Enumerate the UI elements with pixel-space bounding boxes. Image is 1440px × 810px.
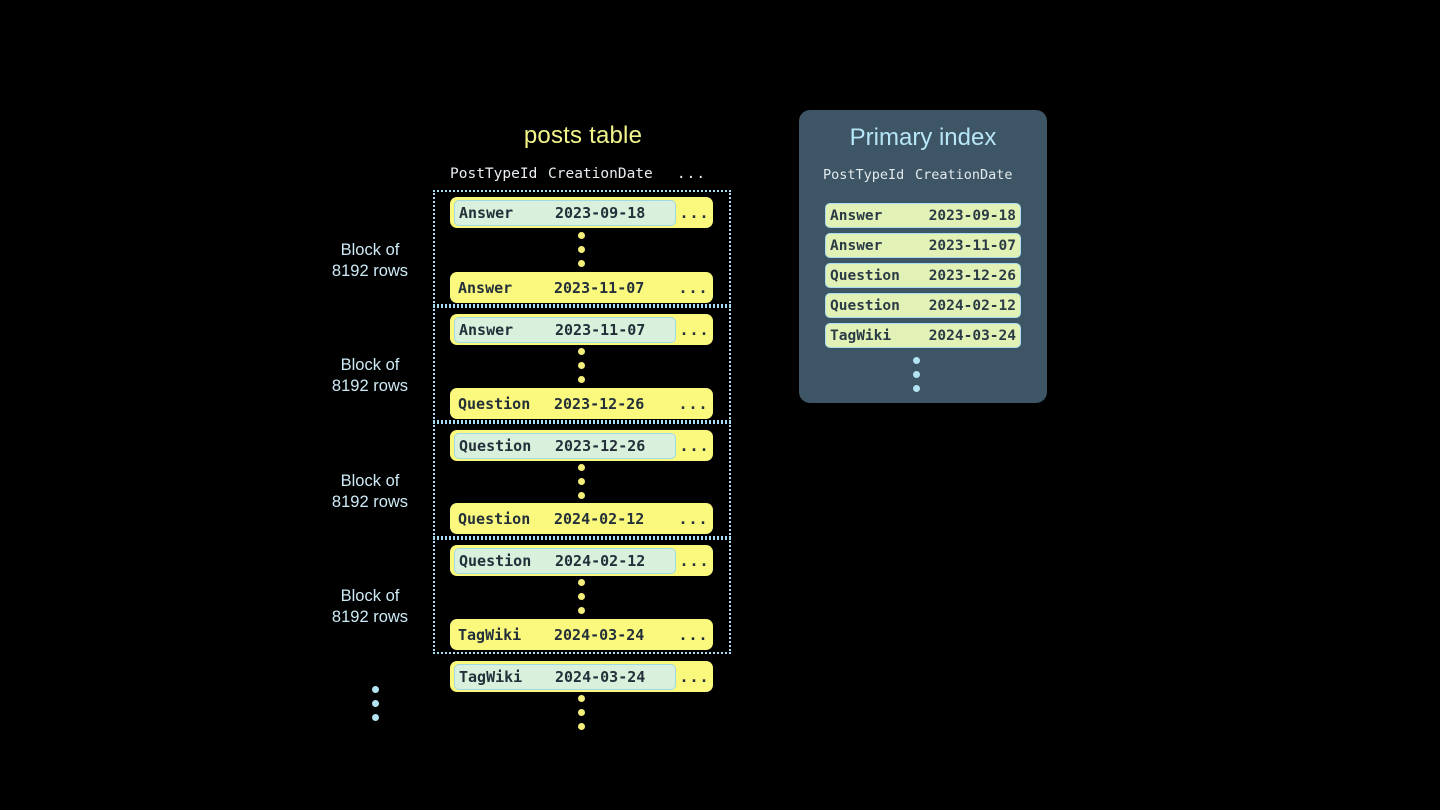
table-row: Question 2023-12-26 ...	[450, 430, 713, 461]
primary-index-title: Primary index	[849, 124, 997, 151]
table-row: Answer 2023-11-07 ...	[450, 314, 713, 345]
row-ellipsis-dots	[578, 579, 585, 614]
table-ellipsis-dots	[578, 695, 585, 730]
cell-post-type-id: Answer	[459, 203, 514, 222]
table-row-trailing: TagWiki 2024-03-24 ...	[450, 661, 713, 692]
block-1	[433, 190, 731, 306]
cell-creation-date: 2023-11-07	[555, 320, 646, 339]
cell-creation-date: 2023-11-07	[554, 278, 645, 297]
index-row: Answer 2023-09-18	[825, 203, 1021, 228]
table-row: Answer 2023-11-07 ...	[450, 272, 713, 303]
posts-table-column-headers: PostTypeId CreationDate ...	[450, 166, 715, 182]
cell-post-type-id: TagWiki	[458, 625, 522, 644]
block-label-4-line1: Block of	[340, 587, 400, 605]
primary-index-column-headers: PostTypeId CreationDate	[823, 167, 1028, 183]
cell-more: ...	[678, 509, 709, 528]
index-cell-creation-date: 2023-09-18	[928, 207, 1016, 224]
cell-post-type-id: TagWiki	[459, 667, 523, 686]
index-cell-creation-date: 2023-12-26	[928, 267, 1016, 284]
index-cell-post-type-id: Answer	[830, 207, 883, 224]
primary-index-panel: Primary index PostTypeId CreationDate An…	[799, 110, 1047, 403]
row-highlight-box: Question 2024-02-12	[454, 547, 676, 574]
index-cell-creation-date: 2023-11-07	[928, 237, 1016, 254]
cell-creation-date: 2023-12-26	[554, 394, 645, 413]
index-row: Question 2024-02-12	[825, 293, 1021, 318]
row-ellipsis-dots	[578, 464, 585, 499]
cell-more: ...	[679, 667, 710, 686]
block-label-2: Block of 8192 rows	[310, 355, 430, 397]
row-ellipsis-dots	[578, 232, 585, 267]
cell-post-type-id: Answer	[459, 320, 514, 339]
block-ellipsis-dots	[372, 686, 379, 721]
table-row: TagWiki 2024-03-24 ...	[450, 619, 713, 650]
index-column-header-creation-date: CreationDate	[915, 167, 1013, 183]
column-header-creation-date: CreationDate	[548, 166, 653, 182]
block-label-3-line2: 8192 rows	[331, 493, 409, 511]
cell-post-type-id: Question	[459, 436, 532, 455]
row-highlight-box: Question 2023-12-26	[454, 432, 676, 459]
primary-index-rows: Answer 2023-09-18 Answer 2023-11-07 Ques…	[825, 203, 1021, 348]
cell-post-type-id: Answer	[458, 278, 513, 297]
cell-creation-date: 2024-02-12	[554, 509, 645, 528]
cell-creation-date: 2024-03-24	[554, 625, 645, 644]
index-column-header-post-type-id: PostTypeId	[823, 167, 905, 183]
cell-more: ...	[679, 436, 710, 455]
cell-creation-date: 2023-12-26	[555, 436, 646, 455]
row-ellipsis-dots	[578, 348, 585, 383]
index-cell-post-type-id: Question	[830, 267, 900, 284]
cell-creation-date: 2024-02-12	[555, 551, 646, 570]
index-cell-creation-date: 2024-03-24	[928, 327, 1016, 344]
block-label-4: Block of 8192 rows	[310, 586, 430, 628]
block-label-4-line2: 8192 rows	[331, 608, 409, 626]
row-highlight-box: Answer 2023-11-07	[454, 316, 676, 343]
table-row: Question 2023-12-26 ...	[450, 388, 713, 419]
cell-more: ...	[678, 278, 709, 297]
index-row: Answer 2023-11-07	[825, 233, 1021, 258]
block-2	[433, 306, 731, 422]
index-ellipsis-dots	[913, 357, 920, 392]
cell-more: ...	[679, 320, 710, 339]
column-header-more: ...	[676, 166, 707, 182]
block-label-2-line1: Block of	[340, 356, 400, 374]
block-3	[433, 422, 731, 538]
block-label-1: Block of 8192 rows	[310, 240, 430, 282]
table-row: Answer 2023-09-18 ...	[450, 197, 713, 228]
block-label-3-line1: Block of	[340, 472, 400, 490]
row-cells: Question 2024-02-12	[454, 506, 674, 532]
page-title: posts table	[523, 122, 643, 149]
column-header-post-type-id: PostTypeId	[450, 166, 538, 182]
index-row: Question 2023-12-26	[825, 263, 1021, 288]
table-row: Question 2024-02-12 ...	[450, 545, 713, 576]
cell-more: ...	[679, 551, 710, 570]
table-row: Question 2024-02-12 ...	[450, 503, 713, 534]
cell-more: ...	[679, 203, 710, 222]
block-label-2-line2: 8192 rows	[331, 377, 409, 395]
block-label-3: Block of 8192 rows	[310, 471, 430, 513]
cell-post-type-id: Question	[458, 394, 531, 413]
index-cell-post-type-id: TagWiki	[830, 327, 892, 344]
posts-table-diagram: posts table PostTypeId CreationDate ... …	[310, 122, 731, 730]
row-cells: Question 2023-12-26	[454, 391, 674, 417]
row-cells: Answer 2023-11-07	[454, 275, 674, 301]
row-cells: TagWiki 2024-03-24	[454, 622, 674, 648]
index-cell-post-type-id: Question	[830, 297, 900, 314]
block-label-1-line1: Block of	[340, 241, 400, 259]
row-highlight-box: TagWiki 2024-03-24	[454, 663, 676, 690]
index-row: TagWiki 2024-03-24	[825, 323, 1021, 348]
cell-more: ...	[678, 394, 709, 413]
cell-creation-date: 2024-03-24	[555, 667, 646, 686]
cell-more: ...	[678, 625, 709, 644]
index-cell-creation-date: 2024-02-12	[928, 297, 1016, 314]
cell-creation-date: 2023-09-18	[555, 203, 646, 222]
cell-post-type-id: Question	[459, 551, 532, 570]
index-cell-post-type-id: Answer	[830, 237, 883, 254]
cell-post-type-id: Question	[458, 509, 531, 528]
row-highlight-box: Answer 2023-09-18	[454, 199, 676, 226]
block-4	[433, 538, 731, 654]
block-label-1-line2: 8192 rows	[331, 262, 409, 280]
